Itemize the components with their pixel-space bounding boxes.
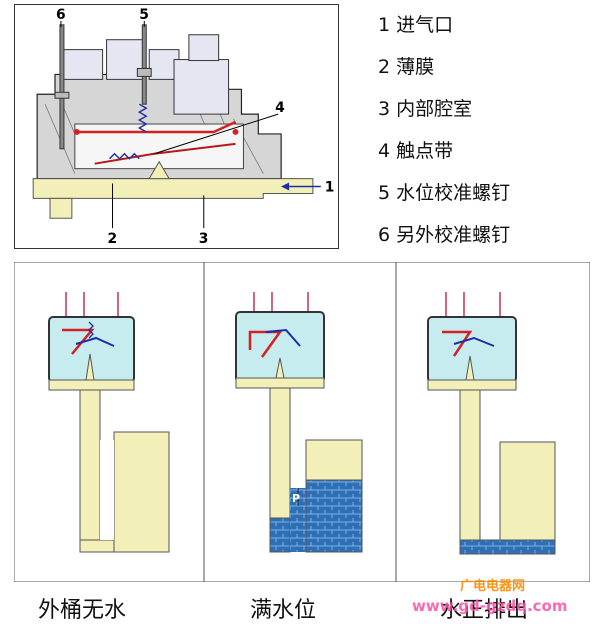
callout-2: 2 xyxy=(108,231,118,247)
panel-draining xyxy=(427,292,556,555)
site-watermark: 广电电器网 www.gd-gzdq.com xyxy=(412,578,567,615)
callout-1: 1 xyxy=(325,179,335,195)
legend-item-4: 4 触点带 xyxy=(378,140,454,162)
callout-6: 6 xyxy=(56,7,66,23)
caption-full-water: 满水位 xyxy=(250,598,317,623)
callout-5: 5 xyxy=(139,7,149,23)
watermark-line2: www.gd-gzdq.com xyxy=(412,597,567,615)
panel-empty-drum xyxy=(48,292,170,553)
caption-empty-drum: 外桶无水 xyxy=(38,598,127,623)
panel-full-water: P xyxy=(235,292,363,553)
watermark-line1: 广电电器网 xyxy=(460,578,525,594)
legend-item-2: 2 薄膜 xyxy=(378,56,435,78)
callout-3: 3 xyxy=(199,231,209,247)
legend-item-5: 5 水位校准螺钉 xyxy=(378,182,511,204)
callout-4: 4 xyxy=(275,100,285,116)
legend-item-1: 1 进气口 xyxy=(378,14,454,36)
caption-draining: 水正排出 xyxy=(440,598,529,623)
legend: 1 进气口 2 薄膜 3 内部腔室 4 触点带 5 水位校准螺钉 6 另外校准螺… xyxy=(378,4,588,256)
pressure-label: P xyxy=(292,492,300,505)
legend-item-6: 6 另外校准螺钉 xyxy=(378,224,511,246)
water-level-panels: P xyxy=(14,262,590,582)
legend-item-3: 3 内部腔室 xyxy=(378,98,473,120)
pressure-switch-cross-section: 6 5 4 1 2 3 xyxy=(14,4,339,249)
